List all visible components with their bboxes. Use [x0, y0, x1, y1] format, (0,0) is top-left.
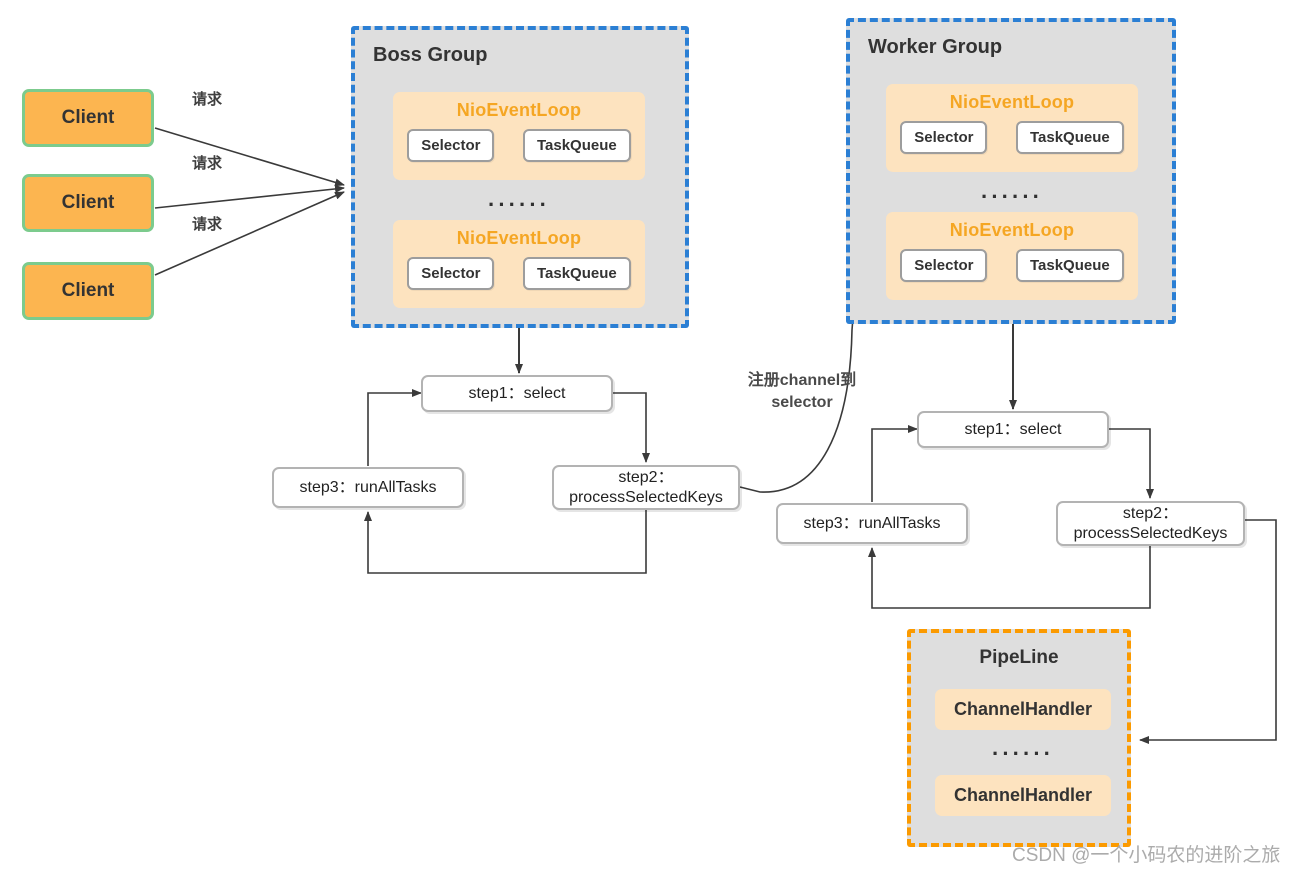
client-label: Client — [61, 280, 115, 301]
worker-step1-box[interactable]: step1：select — [917, 411, 1109, 448]
boss-step1-box[interactable]: step1：select — [421, 375, 613, 412]
worker-group: Worker Group NioEventLoop Selector TaskQ… — [846, 18, 1176, 324]
request-label-1: 请求 — [192, 91, 223, 108]
worker-step2-label-line1: step2： — [1122, 504, 1179, 522]
boss-event-loop-2[interactable]: NioEventLoop Selector TaskQueue — [393, 220, 645, 308]
worker-step2-box[interactable]: step2： processSelectedKeys — [1056, 501, 1245, 546]
boss-group-title: Boss Group — [373, 44, 488, 66]
boss-step2-label-line1: step2： — [618, 468, 674, 486]
client-box-1[interactable]: Client — [22, 89, 154, 147]
worker-event-loop-1-title: NioEventLoop — [949, 92, 1075, 112]
worker-step3-box[interactable]: step3：runAllTasks — [776, 503, 968, 544]
pipeline-title: PipeLine — [979, 647, 1059, 668]
pipeline-box: PipeLine ChannelHandler ······ ChannelHa… — [907, 629, 1131, 847]
boss-step2-box[interactable]: step2： processSelectedKeys — [552, 465, 740, 510]
worker-group-title: Worker Group — [868, 36, 1003, 58]
worker-event-loop-2[interactable]: NioEventLoop Selector TaskQueue — [886, 212, 1138, 300]
pipeline-dots: ······ — [992, 741, 1054, 766]
boss-event-loop-1[interactable]: NioEventLoop Selector TaskQueue — [393, 92, 645, 180]
boss-event-loop-1-title: NioEventLoop — [456, 100, 582, 120]
worker-step3-label: step3：runAllTasks — [803, 514, 941, 532]
worker-taskqueue-1[interactable]: TaskQueue — [1015, 121, 1124, 154]
boss-taskqueue-2[interactable]: TaskQueue — [522, 257, 631, 290]
register-channel-label-line2: selector — [771, 393, 833, 411]
boss-event-loop-2-title: NioEventLoop — [456, 228, 582, 248]
worker-event-loop-2-title: NioEventLoop — [949, 220, 1075, 240]
worker-selector-1[interactable]: Selector — [900, 121, 988, 154]
worker-group-dots: ······ — [981, 184, 1043, 209]
boss-group: Boss Group NioEventLoop Selector TaskQue… — [351, 26, 689, 328]
boss-step3-label: step3：runAllTasks — [299, 478, 437, 496]
channel-handler-1[interactable]: ChannelHandler — [935, 689, 1111, 730]
boss-group-dots: ······ — [488, 192, 550, 217]
worker-selector-2[interactable]: Selector — [900, 249, 988, 282]
boss-selector-1[interactable]: Selector — [407, 129, 495, 162]
boss-step2-label-line2: processSelectedKeys — [569, 488, 723, 506]
watermark: CSDN @一个小码农的进阶之旅 — [1012, 845, 1281, 866]
boss-taskqueue-1[interactable]: TaskQueue — [522, 129, 631, 162]
client-box-2[interactable]: Client — [22, 174, 154, 232]
boss-step1-label: step1：select — [468, 384, 566, 402]
worker-step2-label-line2: processSelectedKeys — [1073, 524, 1228, 542]
client-box-3[interactable]: Client — [22, 262, 154, 320]
channel-handler-2[interactable]: ChannelHandler — [935, 775, 1111, 816]
boss-selector-2[interactable]: Selector — [407, 257, 495, 290]
channel-handler-1-label: ChannelHandler — [953, 699, 1093, 719]
worker-taskqueue-2[interactable]: TaskQueue — [1015, 249, 1124, 282]
worker-step1-label: step1：select — [964, 420, 1062, 438]
register-channel-label: 注册channel到 selector — [727, 370, 877, 413]
request-label-3: 请求 — [192, 216, 223, 233]
client-label: Client — [61, 192, 115, 213]
request-label-2: 请求 — [192, 155, 223, 172]
boss-step3-box[interactable]: step3：runAllTasks — [272, 467, 464, 508]
client-label: Client — [61, 107, 115, 128]
worker-event-loop-1[interactable]: NioEventLoop Selector TaskQueue — [886, 84, 1138, 172]
channel-handler-2-label: ChannelHandler — [953, 785, 1093, 805]
register-channel-label-line1: 注册channel到 — [747, 372, 857, 389]
